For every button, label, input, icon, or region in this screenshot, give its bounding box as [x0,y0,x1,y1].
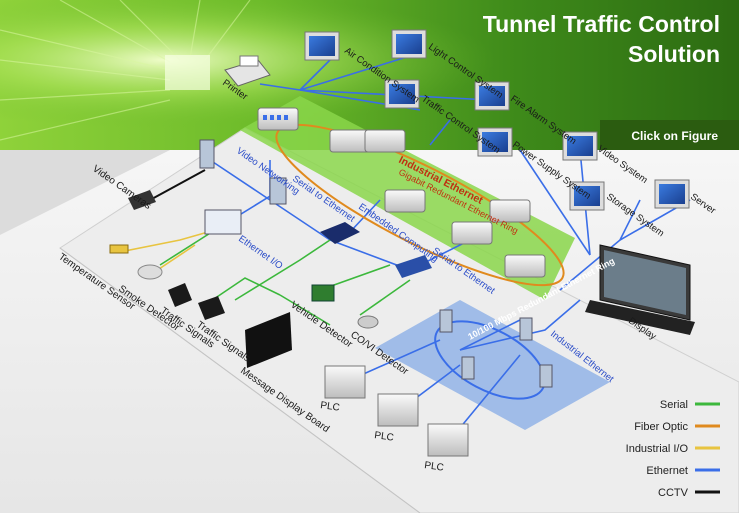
page-title-line1: Tunnel Traffic Control [483,11,720,37]
system-monitors [304,29,690,211]
serial-links [159,229,411,326]
field-devices [109,177,553,388]
fiber-optic-ring [275,123,565,287]
lower-ethernet-ring [434,320,546,400]
video-camera-icon [128,139,215,210]
legend-label: CCTV [658,487,689,499]
cctv-link [149,169,206,201]
industrial-io-link [119,229,216,253]
ethernet-switches [257,107,546,278]
plc-1-label: PLC [320,400,341,414]
click-on-figure-link[interactable]: Click on Figure [631,129,718,143]
printer-icon [224,55,271,87]
legend-label: Fiber Optic [634,421,688,433]
display-wall-icon [585,244,695,335]
lower-ring-zone [375,300,610,430]
legend-label: Ethernet [646,465,688,477]
plc-3-label: PLC [424,460,445,474]
page-title-line2: Solution [628,41,720,67]
legend-label: Serial [660,399,688,411]
legend-label: Industrial I/O [626,443,689,455]
plc-2-label: PLC [374,430,395,444]
plc-units [324,365,469,457]
